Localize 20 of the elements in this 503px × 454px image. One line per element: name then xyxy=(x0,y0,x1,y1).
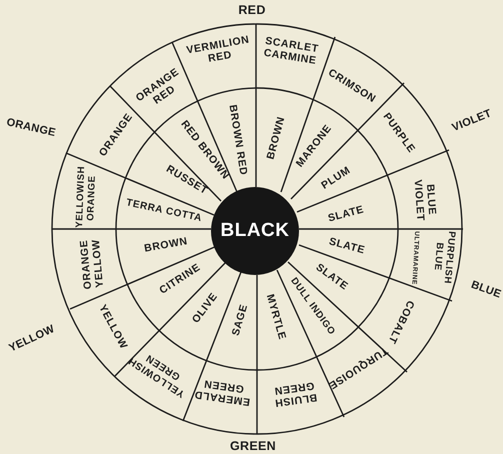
color-name: SLATE xyxy=(328,235,366,257)
color-name: BROWN xyxy=(143,235,189,255)
primary-color-label: BLUE xyxy=(469,278,503,302)
color-name: YELLOWISH ORANGE xyxy=(75,168,99,228)
primary-color-label: GREEN xyxy=(230,438,276,454)
color-name: BROWN xyxy=(264,115,288,161)
color-name: SLATE xyxy=(326,203,366,225)
color-name: ORANGE YELLOW xyxy=(78,238,106,290)
color-name: BLUE VIOLET xyxy=(411,178,439,223)
center-label: BLACK xyxy=(220,220,290,242)
primary-color-label: RED xyxy=(238,2,266,18)
center-circle xyxy=(211,187,299,275)
primary-color-label: ORANGE xyxy=(5,116,57,140)
color-name: PURPLISH BLUE xyxy=(430,230,456,286)
color-name: SCARLET CARMINE xyxy=(262,34,320,68)
color-name: BLUISH GREEN xyxy=(272,378,319,410)
color-name: VERMILION RED xyxy=(184,32,252,67)
color-name: SAGE xyxy=(230,302,250,338)
color-name: TERRA COTTA xyxy=(125,197,203,225)
color-name: EMERALD GREEN xyxy=(192,376,252,408)
